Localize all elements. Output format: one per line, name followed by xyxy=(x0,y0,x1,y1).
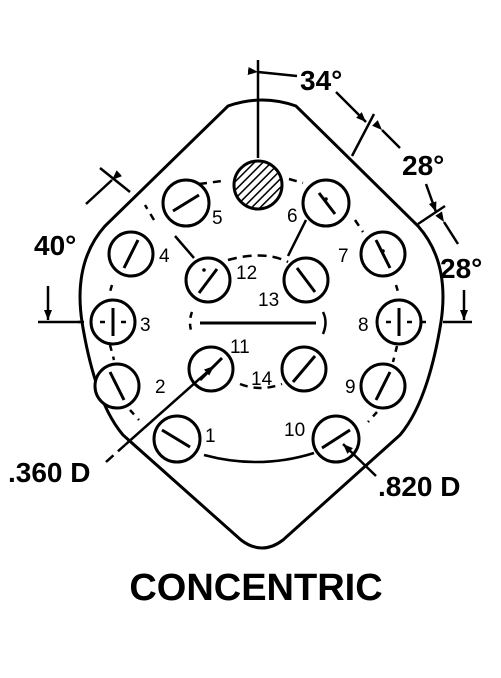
pin-1 xyxy=(152,414,202,464)
pin-label-3: 3 xyxy=(140,315,151,336)
diameter-label-large: .820 D xyxy=(378,471,461,502)
key-hatched-circle xyxy=(232,159,284,211)
pin-12 xyxy=(184,256,232,304)
pin-5 xyxy=(161,178,211,228)
pin-10 xyxy=(311,414,361,464)
pin-label-12: 12 xyxy=(236,263,257,284)
angle-label-28-lower: 28° xyxy=(440,253,482,284)
pin-8 xyxy=(375,298,423,346)
pin-label-10: 10 xyxy=(284,420,305,441)
angle-label-34: 34° xyxy=(300,65,342,96)
pin-label-13: 13 xyxy=(258,290,279,311)
pin-9 xyxy=(359,362,407,410)
pin-label-6: 6 xyxy=(287,206,298,227)
pin-6 xyxy=(301,178,351,228)
pin-label-9: 9 xyxy=(345,377,356,398)
diagram-caption: CONCENTRIC xyxy=(129,567,382,609)
diameter-leaders xyxy=(105,365,377,477)
pin-label-2: 2 xyxy=(155,377,166,398)
pin-3 xyxy=(89,298,137,346)
pin-label-14: 14 xyxy=(251,369,273,390)
angle-label-40: 40° xyxy=(34,230,76,261)
pin-6-to-13-line xyxy=(286,219,308,257)
pin-label-1: 1 xyxy=(205,426,216,447)
pin-label-8: 8 xyxy=(358,315,369,336)
pin-label-4: 4 xyxy=(159,246,170,267)
pin-13 xyxy=(282,256,330,304)
pin-4 xyxy=(107,230,155,278)
pin-label-7: 7 xyxy=(338,246,349,267)
pin-14 xyxy=(280,345,328,393)
angle-label-28-upper: 28° xyxy=(402,150,444,181)
pin-labels: 5 6 4 7 12 13 3 8 11 14 2 9 1 10 xyxy=(140,206,369,447)
pin-2 xyxy=(93,362,141,410)
pin-label-5: 5 xyxy=(212,208,223,229)
diameter-label-small: .360 D xyxy=(8,457,91,488)
pin-label-11: 11 xyxy=(230,337,250,358)
pin-7 xyxy=(359,230,407,278)
pin-4-to-12-line xyxy=(174,235,195,259)
construction-lines xyxy=(78,177,430,464)
angle-dimensions xyxy=(38,60,472,324)
